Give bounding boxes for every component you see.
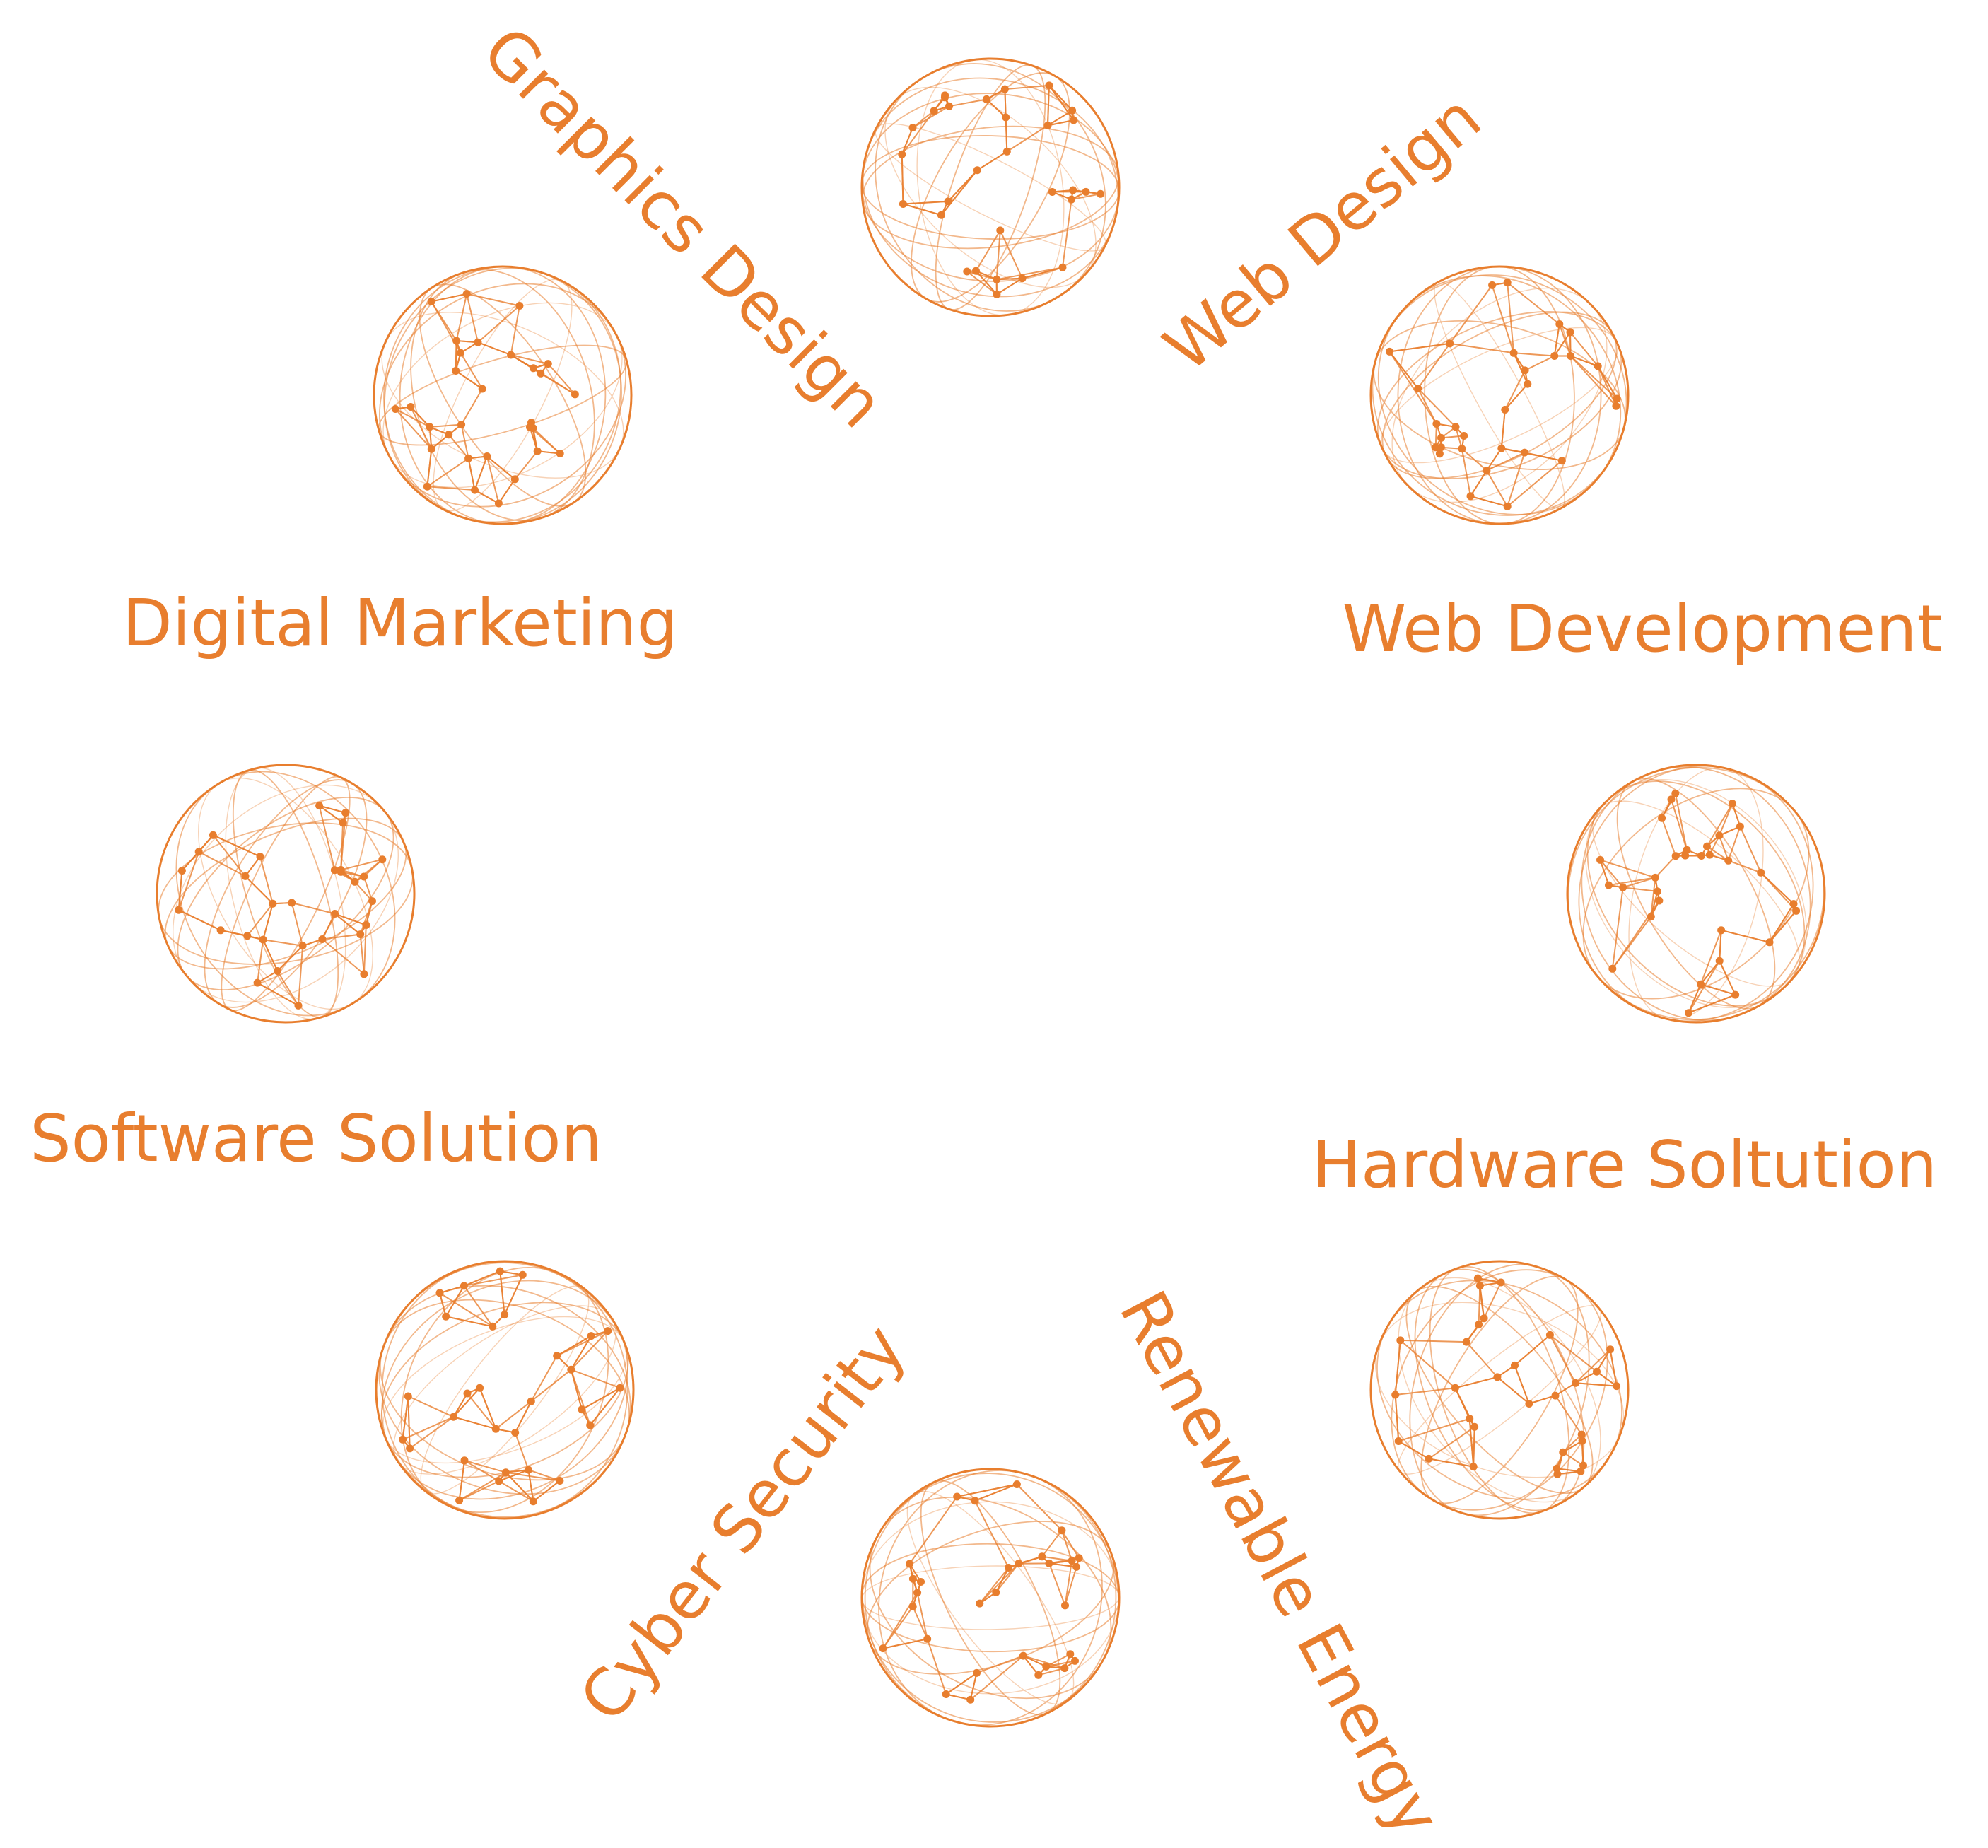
network-globe-icon	[1523, 722, 1869, 1065]
network-globe-icon	[1330, 226, 1670, 563]
label-hardware-solution: Hardware Soltution	[1312, 1133, 1937, 1198]
network-globe-icon	[131, 731, 441, 1056]
label-digital-marketing: Digital Marketing	[122, 591, 678, 656]
network-globe-icon	[343, 1232, 667, 1548]
network-globe-icon	[1337, 1229, 1662, 1551]
label-web-development: Web Development	[1342, 597, 1942, 662]
label-software-solution: Software Solution	[30, 1106, 602, 1171]
network-globe-icon	[825, 1435, 1157, 1761]
network-globe-icon	[339, 231, 667, 559]
network-globe-icon	[830, 21, 1152, 355]
